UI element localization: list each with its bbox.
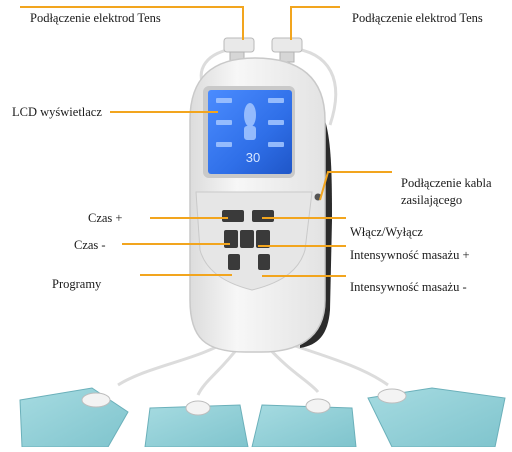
electrode-connector-left [223,37,255,63]
intensity-minus-button[interactable] [258,254,270,270]
electrode-pad-1 [19,387,129,448]
label-electrode-left: Podłączenie elektrod Tens [30,11,161,25]
label-power-line1: Podłączenie kabla [401,176,492,190]
label-programs: Programy [52,277,102,291]
label-on-off: Włącz/Wyłącz [350,225,423,239]
time-minus-button[interactable] [224,230,238,248]
callout-lines [20,6,392,277]
label-intensity-plus: Intensywność masażu + [350,248,470,262]
programs-button[interactable] [228,254,240,270]
label-power-line2: zasilającego [401,193,463,207]
label-intensity-minus: Intensywność masażu - [350,280,467,294]
label-lcd: LCD wyświetlacz [12,105,102,119]
mode-button[interactable] [240,230,254,248]
control-buttons [222,210,274,270]
pad-snaps [81,388,407,416]
electrode-pad-4 [367,387,506,448]
label-time-plus: Czas + [88,211,123,225]
electrode-pads [19,387,506,448]
lcd-readout: 30 [246,150,260,165]
time-plus-button[interactable] [222,210,244,222]
power-button[interactable] [252,210,274,222]
electrode-connector-right [271,37,303,63]
label-time-minus: Czas - [74,238,106,252]
lcd-display: 30 [203,86,295,178]
intensity-plus-button[interactable] [256,230,270,248]
electrode-pad-3 [251,404,357,448]
label-electrode-right: Podłączenie elektrod Tens [352,11,483,25]
